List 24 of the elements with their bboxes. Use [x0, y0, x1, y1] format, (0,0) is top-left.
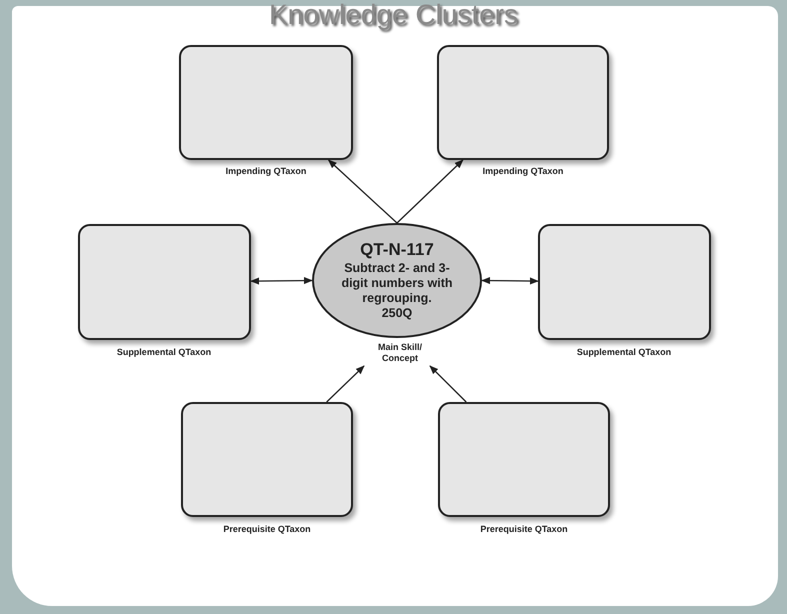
main-skill-ellipse — [312, 223, 482, 338]
box-caption: Supplemental QTaxon — [116, 347, 212, 358]
empty-box — [538, 224, 711, 340]
box-caption: Main Skill/ Concept — [376, 342, 423, 364]
box-caption: Impending QTaxon — [482, 166, 564, 177]
arrow — [328, 159, 398, 224]
box-caption: Prerequisite QTaxon — [222, 524, 312, 535]
arrow — [429, 365, 467, 402]
skill-code: QT-N-117 — [360, 240, 434, 261]
empty-box — [179, 45, 353, 160]
arrow — [326, 365, 365, 402]
arrow — [481, 276, 539, 285]
skill-text: Subtract 2- and 3-digit numbers with regrouping. — [341, 260, 453, 306]
arrow — [396, 159, 464, 224]
title: Knowledge Clusters — [268, 0, 520, 31]
arrow — [250, 276, 313, 285]
skill-text: 250Q — [382, 306, 412, 321]
box-caption: Supplemental QTaxon — [576, 347, 672, 358]
empty-box — [78, 224, 251, 340]
box-caption: Impending QTaxon — [224, 166, 308, 177]
empty-box — [437, 45, 609, 160]
box-caption: Prerequisite QTaxon — [479, 524, 569, 535]
empty-box — [438, 402, 610, 517]
empty-box — [181, 402, 353, 517]
